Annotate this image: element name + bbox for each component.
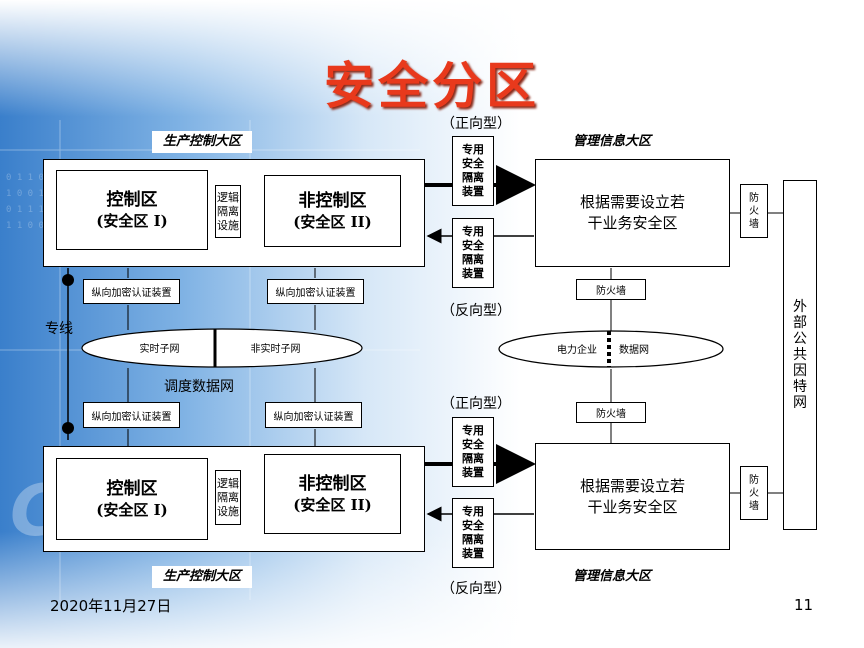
management-zone-line: 干业务安全区 [587, 497, 678, 516]
page-title: 安全分区 [324, 57, 540, 115]
external-internet-char: 公 [793, 331, 807, 347]
device-line: 隔离 [462, 253, 484, 266]
noncontrol-zone-top[interactable]: 非控制区 (安全区 II) [264, 175, 401, 247]
encryption-device-top-left[interactable]: 纵向加密认证装置 [83, 279, 180, 304]
device-line: 装置 [462, 547, 484, 560]
control-zone-sub: (安全区 I) [96, 212, 168, 230]
device-line: 专用 [462, 143, 484, 156]
external-internet-char: 因 [793, 363, 807, 379]
logic-isolation-line: 设施 [217, 218, 239, 232]
device-line: 装置 [462, 185, 484, 198]
logic-isolation-line: 隔离 [217, 204, 239, 218]
management-zone-line: 干业务安全区 [587, 214, 678, 232]
logic-isolation-line: 逻辑 [217, 190, 239, 204]
external-internet-char: 共 [793, 347, 807, 363]
control-zone-top[interactable]: 控制区 (安全区 I) [56, 170, 208, 250]
external-internet-char: 特 [793, 379, 807, 395]
external-internet[interactable]: 外 部 公 共 因 特 网 [783, 180, 817, 530]
control-zone-sub: (安全区 I) [96, 501, 168, 519]
realtime-subnet-label: 实时子网 [139, 343, 180, 355]
management-zone-label-top: 管理信息大区 [572, 134, 651, 149]
logic-isolation-top: 逻辑 隔离 设施 [215, 185, 241, 238]
reverse-isolation-device-bottom[interactable]: 专用 安全 隔离 装置 [452, 498, 494, 568]
noncontrol-zone-name: 非控制区 [298, 191, 367, 211]
firewall-char: 火 [749, 205, 759, 217]
encryption-device-top-right[interactable]: 纵向加密认证装置 [267, 279, 364, 304]
reverse-type-label-bottom: （反向型） [441, 581, 511, 597]
encryption-device-bottom-left[interactable]: 纵向加密认证装置 [83, 402, 180, 428]
device-line: 安全 [462, 157, 484, 170]
firewall-char: 火 [749, 487, 759, 499]
device-line: 安全 [462, 239, 484, 252]
device-line: 专用 [462, 505, 484, 518]
firewall-char: 防 [749, 192, 759, 204]
logic-isolation-line: 逻辑 [217, 476, 239, 490]
noncontrol-zone-sub: (安全区 II) [293, 213, 372, 231]
firewall-top: 防火墙 [576, 279, 646, 300]
page-number: 11 [794, 596, 814, 614]
external-internet-char: 外 [793, 299, 807, 315]
reverse-type-label-top: （反向型） [441, 303, 511, 319]
device-line: 隔离 [462, 171, 484, 184]
control-zone-bottom[interactable]: 控制区 (安全区 I) [56, 458, 208, 540]
nonrealtime-subnet-label: 非实时子网 [250, 343, 301, 355]
logic-isolation-line: 设施 [217, 504, 239, 518]
control-zone-name: 控制区 [106, 190, 158, 210]
data-network-label: 数据网 [619, 344, 649, 356]
forward-type-label-top: （正向型） [441, 116, 511, 132]
firewall-bottom: 防火墙 [576, 402, 646, 423]
firewall-vertical-top: 防 火 墙 [740, 184, 768, 238]
management-zone-top[interactable]: 根据需要设立若 干业务安全区 [535, 159, 730, 267]
firewall-char: 墙 [749, 500, 759, 512]
noncontrol-zone-bottom[interactable]: 非控制区 (安全区 II) [264, 454, 401, 534]
encryption-device-bottom-right[interactable]: 纵向加密认证装置 [265, 402, 362, 428]
firewall-vertical-bottom: 防 火 墙 [740, 466, 768, 520]
logic-isolation-bottom: 逻辑 隔离 设施 [215, 470, 241, 525]
device-line: 装置 [462, 267, 484, 280]
external-internet-char: 网 [793, 395, 807, 411]
dispatch-network-ellipse [81, 328, 363, 368]
control-zone-name: 控制区 [106, 479, 158, 499]
production-zone-label-top: 生产控制大区 [152, 131, 252, 153]
reverse-isolation-device-top[interactable]: 专用 安全 隔离 装置 [452, 218, 494, 288]
management-zone-line: 根据需要设立若 [579, 476, 685, 495]
date-label: 2020年11月27日 [50, 597, 172, 615]
forward-isolation-device-top[interactable]: 专用 安全 隔离 装置 [452, 136, 494, 206]
firewall-char: 墙 [749, 218, 759, 230]
external-internet-char: 部 [793, 315, 807, 331]
device-line: 隔离 [462, 452, 484, 465]
dedicated-line-label: 专线 [45, 321, 73, 337]
noncontrol-zone-sub: (安全区 II) [293, 496, 372, 514]
management-zone-line: 根据需要设立若 [579, 193, 685, 211]
device-line: 专用 [462, 225, 484, 238]
device-line: 装置 [462, 466, 484, 479]
dispatch-network-label: 调度数据网 [164, 379, 234, 395]
logic-isolation-line: 隔离 [217, 490, 239, 504]
device-line: 安全 [462, 519, 484, 532]
device-line: 专用 [462, 424, 484, 437]
power-enterprise-label: 电力企业 [557, 344, 597, 356]
forward-type-label-bottom: （正向型） [441, 396, 511, 412]
noncontrol-zone-name: 非控制区 [298, 474, 367, 494]
management-zone-bottom[interactable]: 根据需要设立若 干业务安全区 [535, 443, 730, 550]
management-zone-label-bottom: 管理信息大区 [572, 569, 651, 584]
device-line: 隔离 [462, 533, 484, 546]
production-zone-label-bottom: 生产控制大区 [152, 566, 252, 588]
forward-isolation-device-bottom[interactable]: 专用 安全 隔离 装置 [452, 417, 494, 487]
firewall-char: 防 [749, 474, 759, 486]
device-line: 安全 [462, 438, 484, 451]
